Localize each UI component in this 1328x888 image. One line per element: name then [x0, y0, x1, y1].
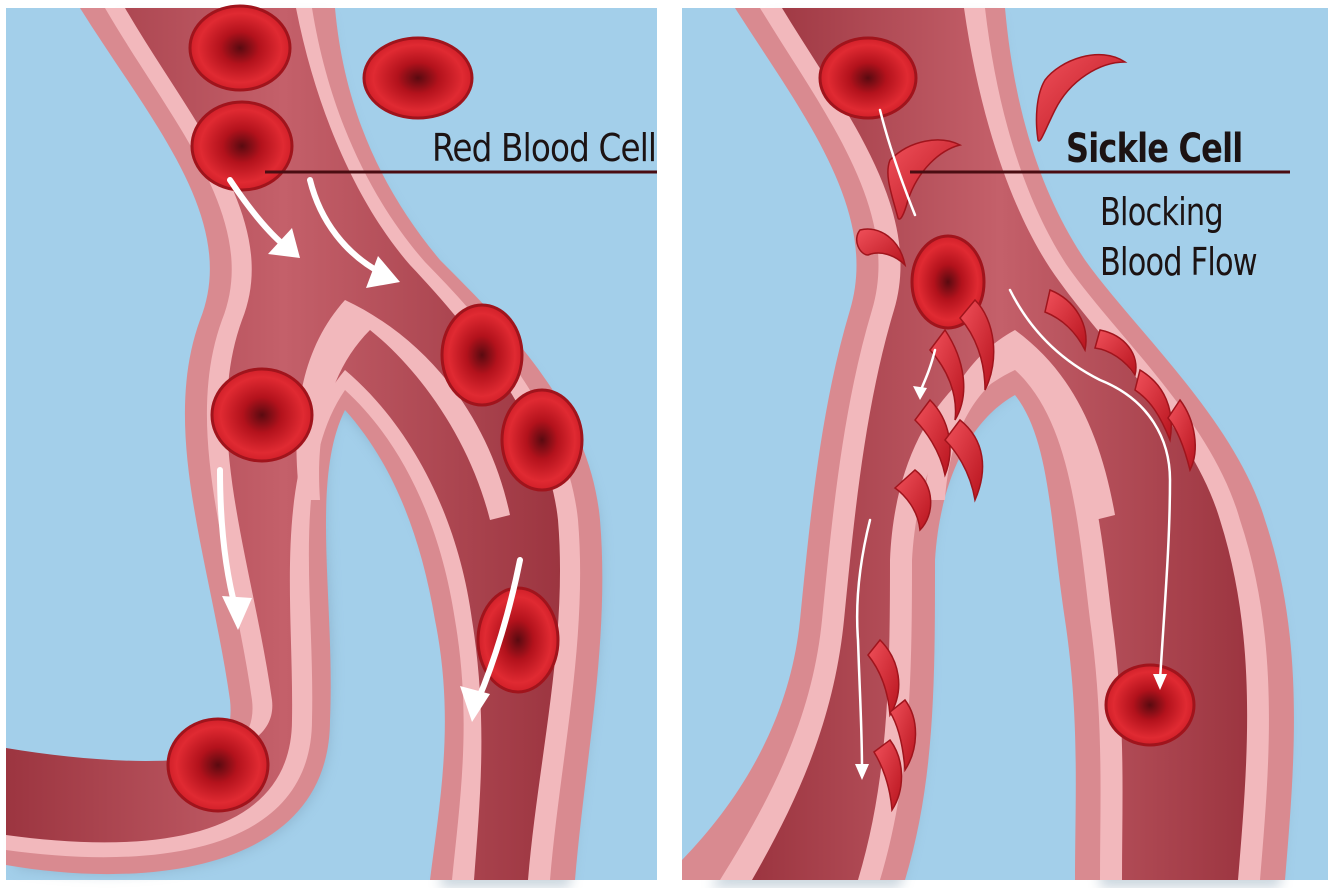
red-blood-cell: [364, 38, 472, 118]
sickle-cell-label: Sickle Cell: [1066, 126, 1242, 172]
red-blood-cell: [502, 390, 582, 490]
red-blood-cell: [168, 719, 268, 811]
red-blood-cell-label: Red Blood Cell: [432, 126, 656, 170]
red-blood-cell: [190, 6, 290, 90]
red-blood-cell: [820, 38, 916, 118]
blocking-caption-line2: Blood Flow: [1100, 240, 1257, 284]
red-blood-cell: [192, 102, 292, 190]
red-blood-cell: [442, 305, 522, 405]
blocking-caption-line1: Blocking: [1100, 190, 1223, 234]
red-blood-cell: [212, 369, 312, 461]
red-blood-cell: [1106, 665, 1194, 745]
